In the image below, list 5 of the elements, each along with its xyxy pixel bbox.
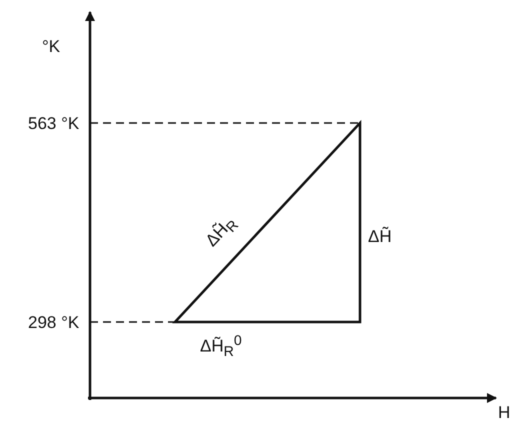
tick-label: 563 °K: [28, 115, 80, 132]
axis-label: H: [498, 404, 510, 421]
line-label: ΔH̃: [368, 228, 392, 245]
axis-label: °K: [42, 38, 60, 55]
tick-label: 298 °K: [28, 314, 80, 331]
